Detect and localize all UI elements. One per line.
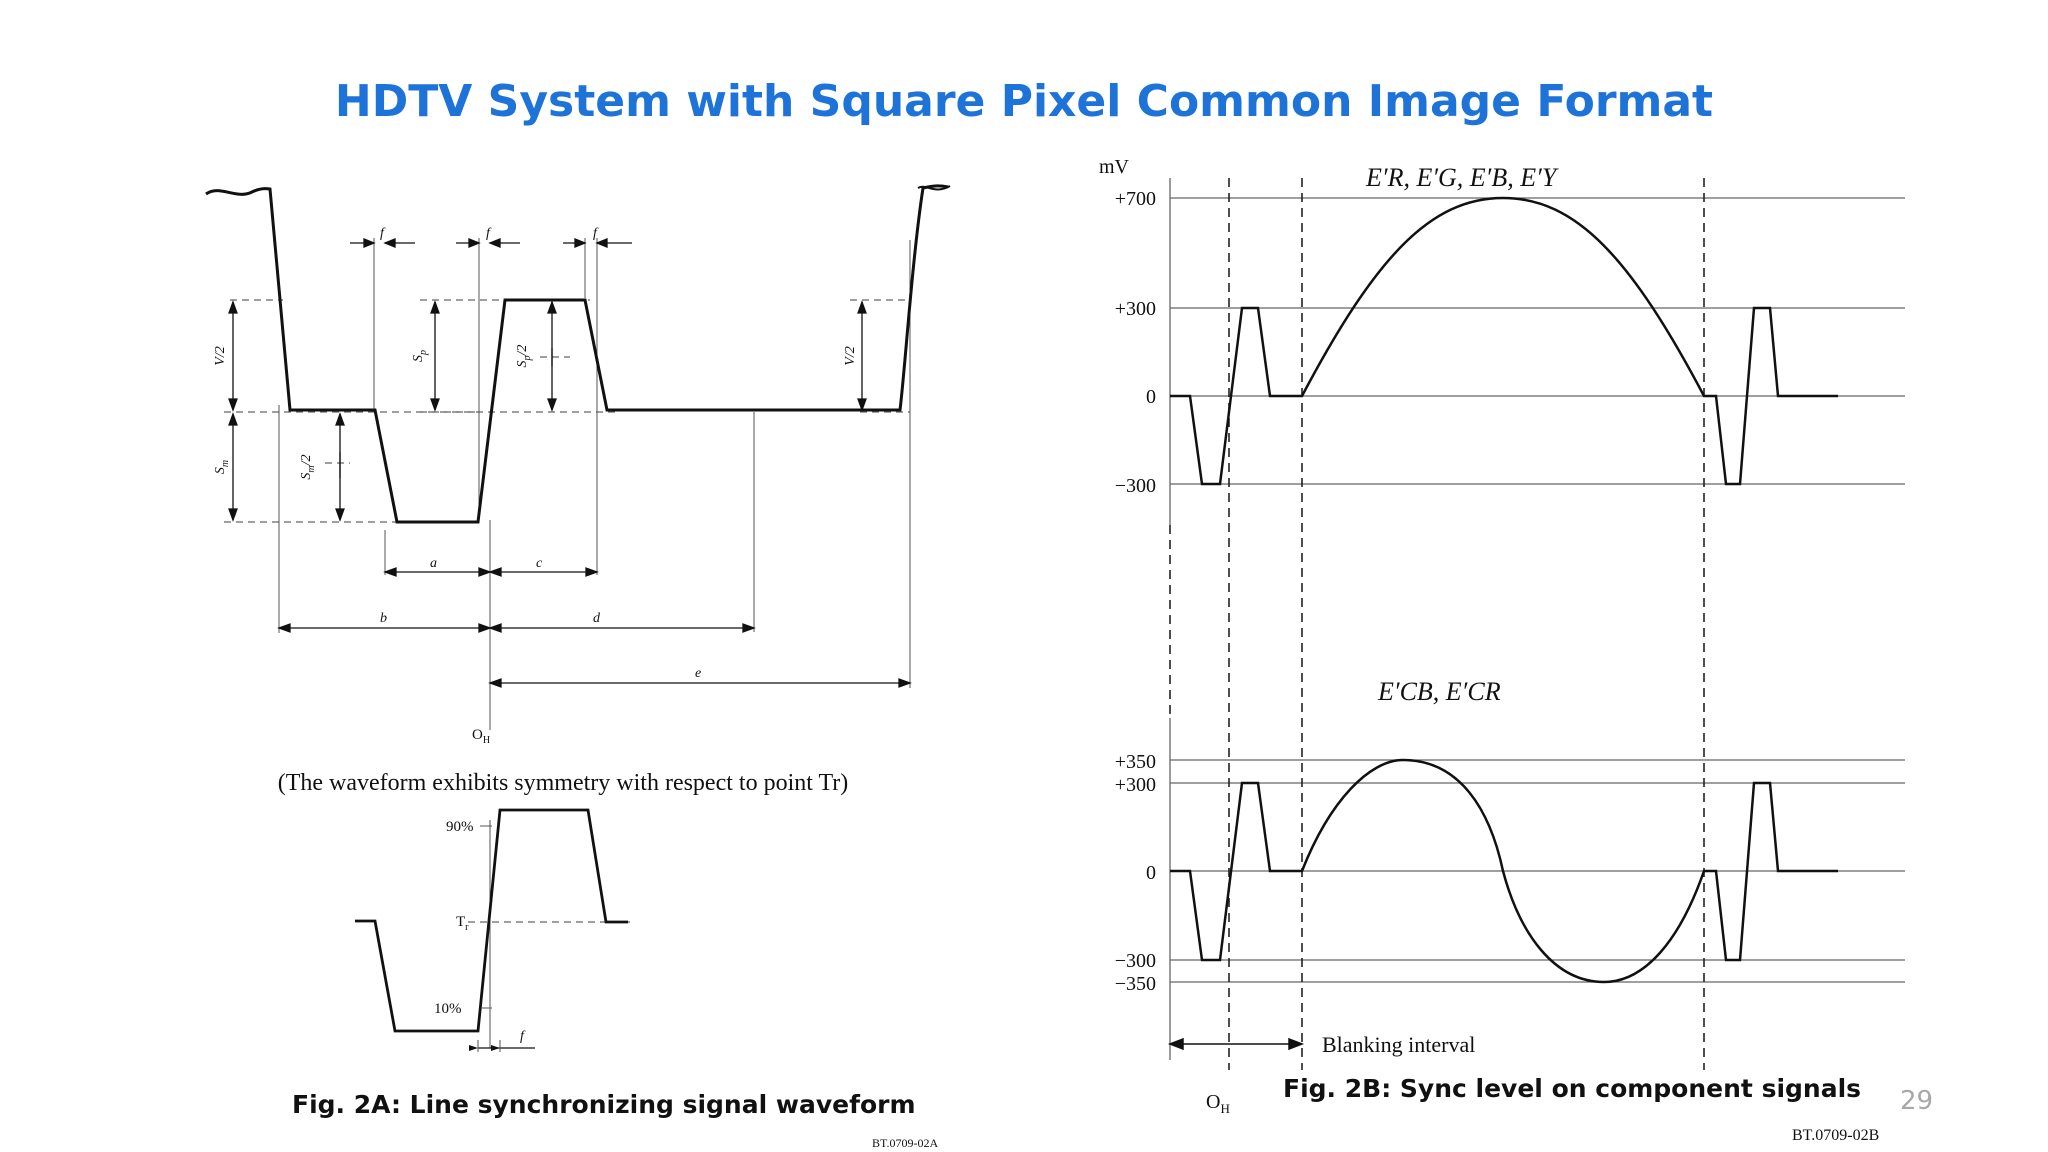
fig2a-oh-label: OH — [472, 727, 490, 746]
fig2a-label-sp: Sp — [411, 350, 429, 362]
fig2b-code: BT.0709-02B — [1792, 1127, 1879, 1144]
fig2a-label-sm: Sm — [213, 460, 231, 474]
fig2a-label-f2: f — [486, 226, 492, 241]
svg-text:Sm/2: Sm/2 — [299, 454, 317, 479]
fig2a-detail-tr: Tr — [456, 914, 469, 933]
fig2b-caption: Fig. 2B: Sync level on component signals — [1283, 1074, 1862, 1103]
fig2b-vertical-markers — [1169, 178, 1705, 1070]
fig2b-top-grid — [1169, 178, 1905, 525]
fig2a-vertical-dims — [228, 300, 867, 522]
fig2a-detail-90: 90% — [446, 819, 474, 835]
fig2a-label-f3: f — [593, 226, 599, 241]
fig2a-extension-lines — [278, 238, 911, 730]
fig2a-label-c: c — [536, 556, 543, 571]
fig2b-oh-label: OH — [1206, 1091, 1230, 1116]
fig2b-ytick-b-300: +300 — [1115, 774, 1156, 796]
fig2b-bottom-signal-label: E′CB, E′CR — [1377, 677, 1501, 706]
fig2b-ytick-b-m350: −350 — [1115, 973, 1156, 995]
fig2a-label-sp2: Sp/2 — [515, 345, 533, 368]
fig2a-label-e: e — [695, 666, 701, 681]
fig2b-top-waveform — [1170, 196, 1838, 486]
fig2b-ytick-m300: −300 — [1115, 475, 1156, 497]
fig2a-label-v2-right: V/2 — [843, 346, 858, 365]
fig2a-label-d: d — [593, 611, 601, 626]
svg-text:V/2: V/2 — [213, 346, 228, 365]
fig2b-unit: mV — [1099, 156, 1130, 178]
fig2b-ytick-b-0: 0 — [1146, 862, 1156, 884]
fig2b-top-signal-label: E′R, E′G, E′B, E′Y — [1365, 163, 1559, 192]
fig2a-label-sm2: Sm/2 — [299, 454, 317, 479]
fig2a-symmetry-note: (The waveform exhibits symmetry with res… — [278, 770, 849, 796]
fig2b-bottom-grid — [1169, 718, 1905, 1060]
fig2b-blanking-arrow — [1167, 1037, 1305, 1051]
fig2a-f-arrows — [350, 238, 632, 248]
fig2a-detail-10: 10% — [434, 1001, 462, 1017]
fig2b-bottom-waveform — [1170, 758, 1838, 984]
fig2a-break-mark-right — [917, 185, 951, 191]
svg-text:Sp: Sp — [411, 350, 429, 362]
svg-text:Sp/2: Sp/2 — [515, 345, 533, 368]
svg-text:V/2: V/2 — [843, 346, 858, 365]
svg-text:Sm: Sm — [213, 460, 231, 474]
slide-title: HDTV System with Square Pixel Common Ima… — [334, 76, 1714, 127]
fig2b-ytick-300: +300 — [1115, 298, 1156, 320]
fig2b-ytick-b-350: +350 — [1115, 751, 1156, 773]
fig2b-ytick-700: +700 — [1115, 188, 1156, 210]
fig2a-detail-f: f — [520, 1029, 526, 1044]
fig2a-code: BT.0709-02A — [872, 1136, 938, 1150]
fig2a-label-f1: f — [380, 226, 386, 241]
fig2a-label-b: b — [380, 611, 387, 626]
fig2a-caption: Fig. 2A: Line synchronizing signal wavef… — [292, 1090, 916, 1119]
page-number: 29 — [1900, 1086, 1934, 1116]
fig2a-detail-waveform — [355, 808, 630, 1052]
fig2a-label-a: a — [430, 556, 437, 571]
fig2b-ytick-b-m300: −300 — [1115, 950, 1156, 972]
fig2a-sync-waveform — [205, 184, 949, 524]
fig2a-horizontal-dims — [277, 567, 912, 688]
fig2b-ytick-0: 0 — [1146, 386, 1156, 408]
fig2b-blanking-label: Blanking interval — [1322, 1032, 1475, 1057]
fig2a-label-v2-left: V/2 — [213, 346, 228, 365]
